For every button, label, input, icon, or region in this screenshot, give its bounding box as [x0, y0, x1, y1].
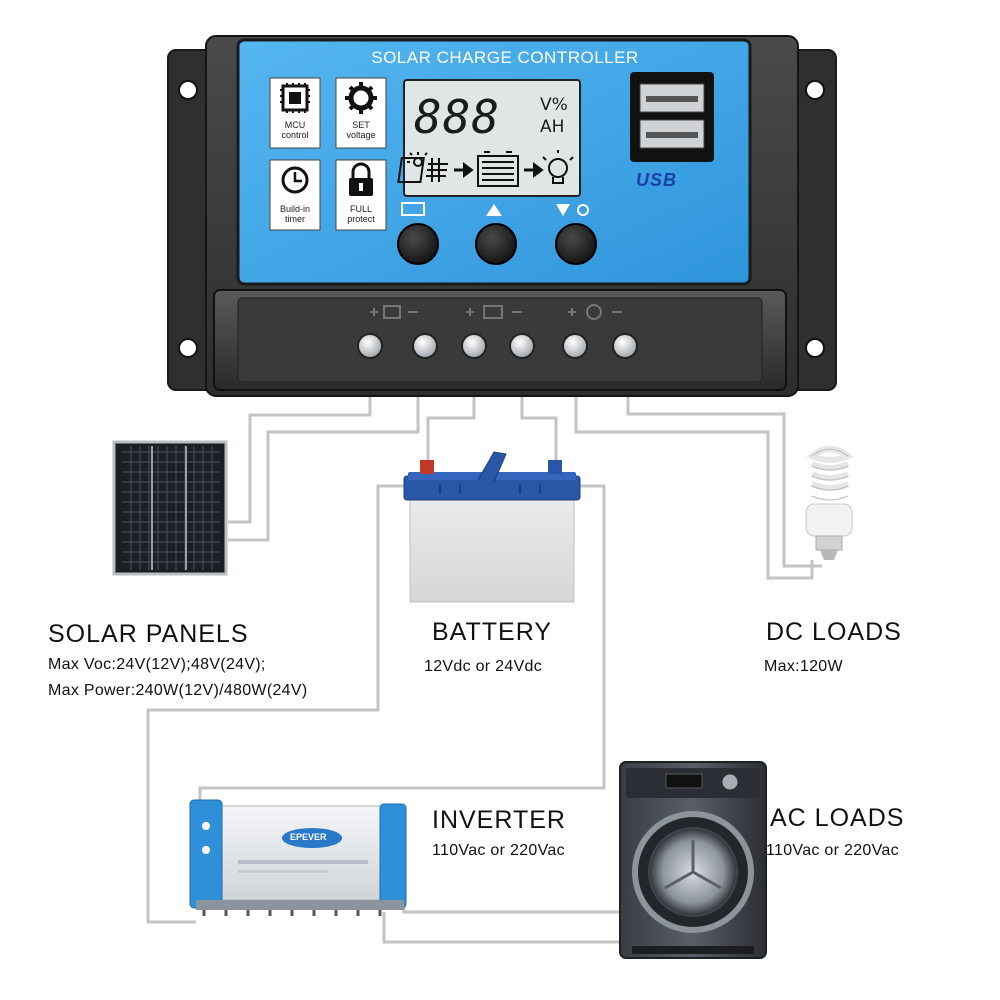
timer-caption: Build-in timer	[271, 204, 319, 224]
mcu-chip-icon	[280, 83, 310, 113]
terminal-symbols	[370, 304, 622, 320]
set-caption: SET voltage	[337, 120, 385, 140]
solar-voc: Max Voc:24V(12V);48V(24V);	[48, 656, 266, 673]
solar-power: Max Power:240W(12V)/480W(24V)	[48, 682, 308, 699]
timer-tile	[269, 159, 321, 231]
solar-wire-positive	[228, 390, 372, 524]
solar-terminal-icon	[383, 305, 401, 319]
dc-loads-title: DC LOADS	[766, 618, 902, 646]
lcd-unit-bottom: AH	[540, 117, 565, 137]
lcd-battery-icon	[477, 151, 519, 187]
menu-battery-icon	[401, 202, 425, 216]
lcd-sun-panel-icon	[397, 152, 448, 183]
battery-terminal-icon	[483, 305, 503, 319]
battery-body	[409, 495, 575, 603]
controller-title: SOLAR CHARGE CONTROLLER	[371, 48, 639, 67]
terminal-screw	[412, 333, 438, 359]
terminal-screw	[461, 333, 487, 359]
terminal-screw	[612, 333, 638, 359]
ac-loads-voltage: 110Vac or 220Vac	[766, 842, 899, 859]
lcd-unit-top: V%	[540, 95, 568, 115]
dc-load-wire-positive	[574, 390, 814, 580]
lock-icon	[349, 162, 373, 196]
solar-title: SOLAR PANELS	[48, 620, 249, 648]
cfl-bulb	[805, 446, 854, 560]
timer-caption-line2: timer	[285, 214, 305, 224]
up-arrow-icon	[486, 204, 502, 216]
terminal-screws	[357, 333, 638, 359]
battery-inverter-wire-negative	[198, 484, 606, 806]
inverter-title: INVERTER	[432, 806, 566, 834]
protect-caption-line1: FULL	[349, 204, 372, 214]
protect-caption-line2: protect	[347, 214, 375, 224]
gear-icon	[345, 82, 377, 114]
lcd-bulb-icon	[542, 150, 574, 184]
solar-wire-negative	[228, 390, 420, 542]
set-caption-line1: SET	[352, 120, 370, 130]
inverter-brand: EPEVER	[290, 832, 327, 842]
button-label-icons	[401, 202, 589, 216]
dc-load-wire-negative	[626, 390, 822, 568]
charge-controller	[167, 35, 837, 397]
mcu-caption-line2: control	[281, 130, 309, 140]
lcd-units: V% AH	[540, 94, 568, 138]
battery-wire-positive	[426, 390, 476, 462]
mount-hole	[805, 80, 825, 100]
load-bulb-label-icon	[577, 204, 589, 216]
menu-button[interactable]	[397, 223, 439, 265]
feature-icons	[269, 77, 387, 231]
terminal-screw	[509, 333, 535, 359]
mcu-caption-line1: MCU	[284, 120, 306, 130]
mount-hole	[178, 80, 198, 100]
down-button[interactable]	[555, 223, 597, 265]
inverter-voltage: 110Vac or 220Vac	[432, 842, 565, 859]
inverter-right-cap	[379, 803, 407, 909]
set-caption-line2: voltage	[346, 130, 376, 140]
dc-loads-max: Max:120W	[764, 658, 843, 675]
mount-hole	[178, 338, 198, 358]
down-arrow-icon	[556, 204, 570, 216]
washing-machine	[619, 761, 767, 959]
terminal-screw	[562, 333, 588, 359]
battery-wire-negative	[520, 390, 558, 462]
timer-caption-line1: Build-in	[279, 204, 310, 214]
inverter-brand-badge	[282, 828, 342, 848]
lcd-digits: 888	[414, 90, 501, 144]
battery-handle	[477, 451, 507, 483]
battery-voltage: 12Vdc or 24Vdc	[424, 658, 543, 675]
up-button[interactable]	[475, 223, 517, 265]
mcu-caption: MCU control	[271, 120, 319, 140]
battery	[403, 451, 581, 603]
terminal-screw	[357, 333, 383, 359]
lcd-flow-icons	[397, 150, 574, 187]
battery-inverter-wire-positive	[146, 484, 404, 924]
mcu-tile	[269, 77, 321, 149]
ac-loads-title: AC LOADS	[770, 804, 905, 832]
clock-icon	[281, 166, 309, 194]
battery-title: BATTERY	[432, 618, 552, 646]
inverter-body	[195, 805, 405, 901]
usb-label: USB	[636, 170, 678, 190]
battery-terminal-positive	[420, 460, 434, 474]
wires	[146, 390, 822, 944]
usb-port	[630, 72, 714, 162]
inverter	[189, 799, 407, 916]
battery-terminal-negative	[548, 460, 562, 474]
solar-panel	[112, 440, 228, 576]
mount-hole	[805, 338, 825, 358]
inverter-ac-wire-2	[382, 912, 626, 944]
load-terminal-icon	[586, 304, 602, 320]
protect-caption: FULL protect	[337, 204, 385, 224]
